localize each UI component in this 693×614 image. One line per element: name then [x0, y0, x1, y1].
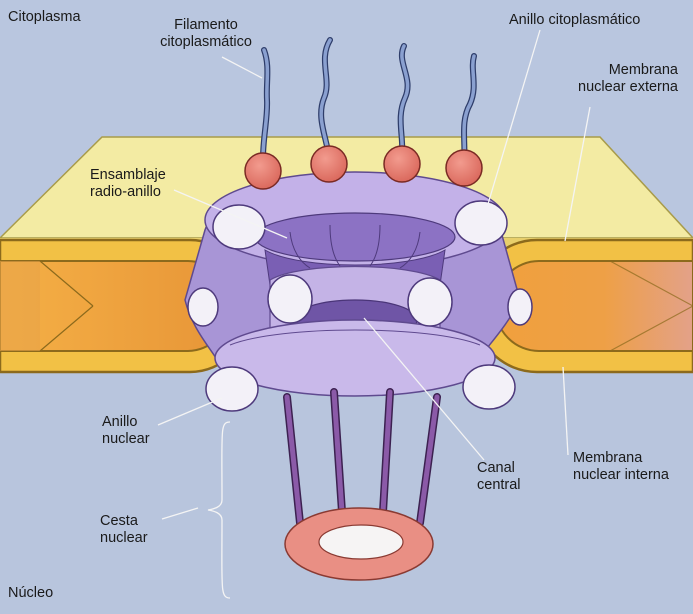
- label-line: nuclear externa: [578, 79, 678, 95]
- label-line: Anillo: [102, 414, 138, 430]
- label-line: radio-anillo: [90, 184, 161, 200]
- cytoplasmic-filaments: [259, 37, 477, 168]
- label-line: nuclear: [102, 431, 150, 447]
- cytoplasmic-ring-caps: [244, 145, 483, 190]
- label-spoke-ring-assembly: Ensamblaje radio-anillo: [90, 167, 166, 201]
- label-line: nuclear: [100, 530, 148, 546]
- leader-lines: [157, 29, 591, 599]
- label-nuclear-basket: Cesta nuclear: [100, 513, 148, 547]
- label-line: Membrana: [573, 450, 643, 466]
- label-outer-membrane: Membrana nuclear externa: [560, 62, 678, 96]
- label-line: Cesta: [100, 513, 138, 529]
- ring-subunits: [187, 200, 533, 412]
- label-inner-membrane: Membrana nuclear interna: [573, 450, 669, 484]
- membrane-right: [471, 238, 693, 374]
- nucleus-label: Núcleo: [8, 585, 54, 601]
- label-cytoplasmic-filament: Filamento citoplasmático: [146, 17, 266, 51]
- label-line: Ensamblaje: [90, 167, 166, 183]
- label-nuclear-ring: Anillo nuclear: [102, 414, 150, 448]
- label-line: citoplasmático: [160, 34, 252, 50]
- label-line: Filamento: [174, 17, 238, 33]
- label-line: Anillo citoplasmático: [509, 12, 641, 28]
- label-line: central: [477, 477, 521, 493]
- label-line: nuclear interna: [573, 467, 669, 483]
- label-line: Membrana: [608, 62, 678, 78]
- pore-complex: [184, 171, 521, 397]
- label-line: Canal: [477, 460, 515, 476]
- cytoplasm-label: Citoplasma: [8, 9, 81, 25]
- nuclear-basket: [283, 388, 441, 581]
- label-central-channel: Canal central: [477, 460, 521, 494]
- label-cytoplasmic-ring: Anillo citoplasmático: [509, 12, 640, 29]
